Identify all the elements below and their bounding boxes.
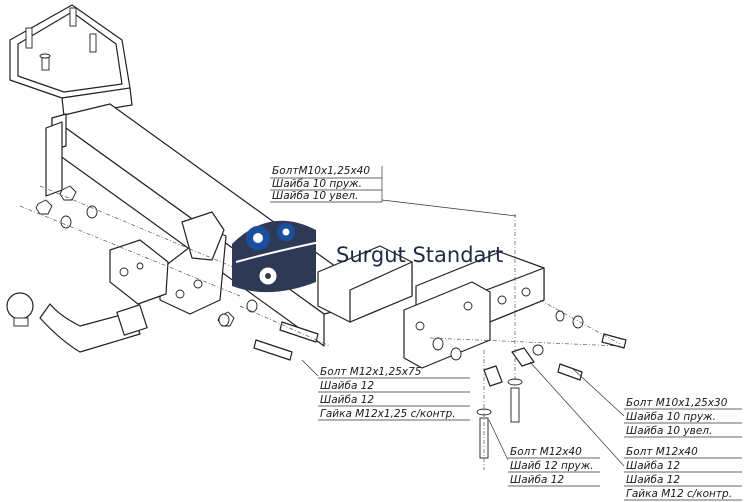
callout-left-bottom: Болт M12x1,25x75 Шайба 12 Шайба 12 Гайка…: [318, 366, 470, 421]
tow-ball-assembly: [6, 239, 169, 353]
callout-line: Шайба 10 увел.: [626, 425, 712, 437]
callout-line: Шайб 12 пруж.: [510, 460, 594, 472]
gear-icon: [277, 223, 295, 241]
callout-line: Болт M12x1,25x75: [320, 366, 422, 378]
callout-line: Болт M10x1,25x30: [626, 397, 728, 409]
callout-line: Шайба 12: [320, 394, 374, 406]
callout-line: Болт M12x40: [510, 446, 582, 458]
callout-line: Шайба 12: [626, 474, 680, 486]
callout-middle-bottom: Болт M12x40 Шайб 12 пруж. Шайба 12: [508, 446, 600, 487]
wheel-icon: [256, 264, 280, 288]
side-mounting-plate: [159, 211, 227, 315]
callout-line: Шайба 10 пруж.: [626, 411, 716, 423]
callout-line: Шайба 10 пруж.: [272, 178, 362, 190]
right-end-bracket: [317, 245, 545, 369]
watermark-text: Surgut Standart: [336, 243, 503, 267]
callout-line: Шайба 12: [320, 380, 374, 392]
surgut-standart-logo: Surgut Standart: [232, 220, 503, 293]
callout-leaders: [301, 199, 625, 467]
callout-line: Шайба 12: [510, 474, 564, 486]
callout-line: Болт M12x40: [626, 446, 698, 458]
callout-line: Гайка M12x1,25 c/контр.: [320, 408, 456, 420]
upper-left-bracket: [9, 4, 133, 117]
assembly-axis-lines: [19, 185, 621, 470]
callout-line: Шайба 10 увел.: [272, 190, 358, 202]
callout-top: БолтM10x1,25x40 Шайба 10 пруж. Шайба 10 …: [270, 165, 383, 203]
callout-line: Гайка M12 c/контр.: [626, 488, 732, 500]
callout-right-top: Болт M10x1,25x30 Шайба 10 пруж. Шайба 10…: [624, 397, 742, 438]
callout-right-bottom: Болт M12x40 Шайба 12 Шайба 12 Гайка M12 …: [624, 446, 742, 501]
gear-icon: [246, 226, 270, 250]
callout-line: БолтM10x1,25x40: [272, 165, 370, 177]
callout-line: Шайба 12: [626, 460, 680, 472]
